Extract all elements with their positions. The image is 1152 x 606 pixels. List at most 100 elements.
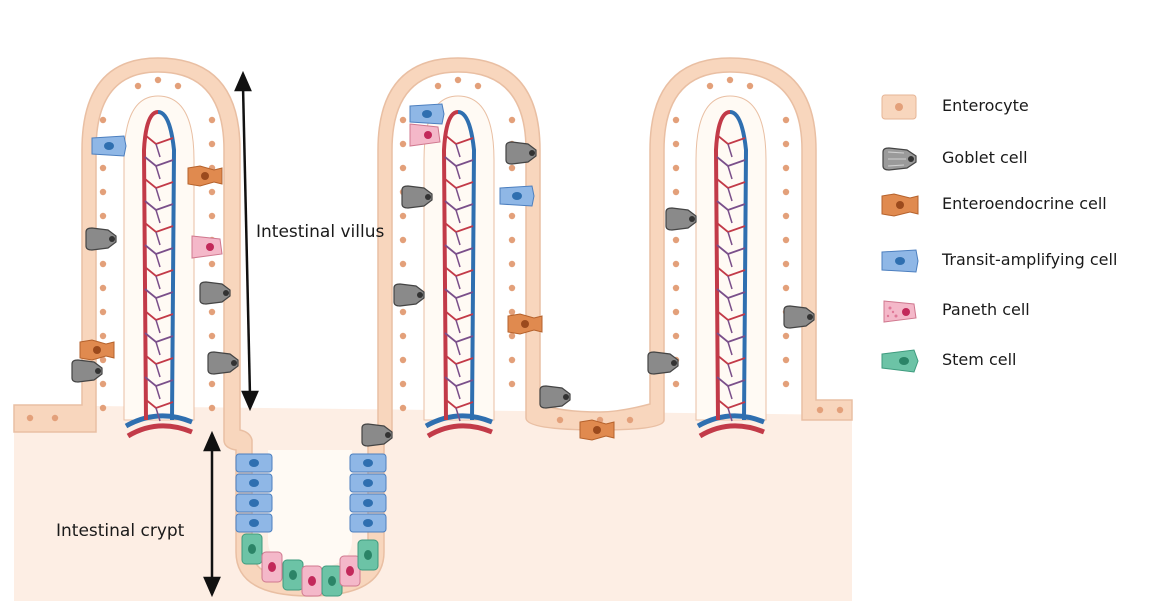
enterocyte-nucleus [400, 213, 406, 219]
enterocyte-nucleus [435, 83, 441, 89]
enterocyte-nucleus [673, 309, 679, 315]
enteroendocrine-cell [580, 420, 614, 440]
enterocyte-nucleus [400, 333, 406, 339]
enterocyte-nucleus [509, 117, 515, 123]
goblet-nucleus [563, 394, 569, 400]
enterocyte-nucleus [155, 77, 161, 83]
enterocyte-nucleus [100, 117, 106, 123]
transit-amplifying-cell [350, 474, 386, 492]
crypt-lumen [268, 450, 352, 568]
goblet-nucleus [95, 368, 101, 374]
ta-nucleus [363, 459, 373, 467]
goblet-nucleus [223, 290, 229, 296]
stem-nucleus [289, 570, 297, 580]
ta-nucleus [249, 459, 259, 467]
enterocyte-nucleus [509, 381, 515, 387]
enterocyte-nucleus [673, 285, 679, 291]
enterocyte-nucleus [400, 405, 406, 411]
enterocyte-nucleus [100, 165, 106, 171]
legend-label: Paneth cell [942, 300, 1030, 319]
goblet-cell [648, 352, 678, 374]
goblet-cell-icon [880, 144, 920, 174]
goblet-nucleus [425, 194, 431, 200]
goblet-nucleus [417, 292, 423, 298]
enterocyte-nucleus [783, 237, 789, 243]
stem-cell [242, 534, 262, 564]
legend-label: Transit-amplifying cell [942, 250, 1117, 269]
stem-cell [358, 540, 378, 570]
goblet-nucleus [385, 432, 391, 438]
enterocyte-nucleus [509, 165, 515, 171]
paneth-cell-icon [880, 296, 920, 326]
transit-amplifying-cell [236, 494, 272, 512]
enterocyte-nucleus [209, 405, 215, 411]
paneth-cell [192, 236, 222, 258]
enterocyte-nucleus [509, 213, 515, 219]
transit-amplifying-cell-icon [880, 246, 920, 276]
enterocyte-nucleus [783, 117, 789, 123]
transit-amplifying-cell [500, 186, 534, 206]
transit-amplifying-cell [350, 514, 386, 532]
goblet-nucleus [671, 360, 677, 366]
goblet-cell [72, 360, 102, 382]
enterocyte-nucleus [175, 83, 181, 89]
enterocyte-nucleus [209, 141, 215, 147]
transit-amplifying-cell [350, 494, 386, 512]
enterocyte-nucleus [509, 237, 515, 243]
stem-cell [322, 566, 342, 596]
goblet-nucleus [109, 236, 115, 242]
enterocyte-nucleus [509, 261, 515, 267]
legend-label: Goblet cell [942, 148, 1028, 167]
transit-amplifying-cell [92, 136, 126, 156]
ta-nucleus [363, 499, 373, 507]
enterocyte-nucleus [135, 83, 141, 89]
goblet-nucleus [689, 216, 695, 222]
legend-label: Enterocyte [942, 96, 1029, 115]
stem-nucleus [248, 544, 256, 554]
stem-cell-icon [880, 346, 920, 376]
ta-nucleus [249, 519, 259, 527]
transit-amplifying-cell [236, 454, 272, 472]
paneth-cell [302, 566, 322, 596]
enterocyte-nucleus [783, 285, 789, 291]
enteroendocrine-cell [188, 166, 222, 186]
enterocyte-nucleus [783, 213, 789, 219]
ee-nucleus [521, 320, 529, 328]
enterocyte-nucleus [400, 117, 406, 123]
enterocyte-nucleus [673, 261, 679, 267]
enterocyte-nucleus [100, 381, 106, 387]
enterocyte-nucleus [27, 415, 33, 421]
enterocyte-nucleus [100, 285, 106, 291]
ta-nucleus [104, 142, 114, 150]
enterocyte-nucleus [627, 417, 633, 423]
enterocyte-nucleus [400, 237, 406, 243]
enterocyte-icon [880, 92, 920, 122]
enterocyte-nucleus [400, 261, 406, 267]
goblet-cell [540, 386, 570, 408]
enterocyte-nucleus [673, 165, 679, 171]
goblet-nucleus [231, 360, 237, 366]
stem-cell [283, 560, 303, 590]
goblet-nucleus [529, 150, 535, 156]
ta-nucleus [363, 519, 373, 527]
goblet-cell [394, 284, 424, 306]
ta-nucleus [363, 479, 373, 487]
enterocyte-nucleus [783, 141, 789, 147]
enterocyte-nucleus [727, 77, 733, 83]
enterocyte-nucleus [707, 83, 713, 89]
enterocyte-nucleus [455, 77, 461, 83]
enterocyte-nucleus [209, 189, 215, 195]
paneth-cell [340, 556, 360, 586]
enterocyte-nucleus [783, 189, 789, 195]
enterocyte-nucleus [509, 357, 515, 363]
enterocyte-nucleus [100, 213, 106, 219]
ta-nucleus [512, 192, 522, 200]
enterocyte-nucleus [400, 381, 406, 387]
enterocyte-nucleus [400, 141, 406, 147]
paneth-cell [410, 124, 440, 146]
enterocyte-nucleus [673, 117, 679, 123]
enterocyte-nucleus [209, 309, 215, 315]
enterocyte-nucleus [475, 83, 481, 89]
enterocyte-nucleus [673, 237, 679, 243]
enterocyte-nucleus [837, 407, 843, 413]
